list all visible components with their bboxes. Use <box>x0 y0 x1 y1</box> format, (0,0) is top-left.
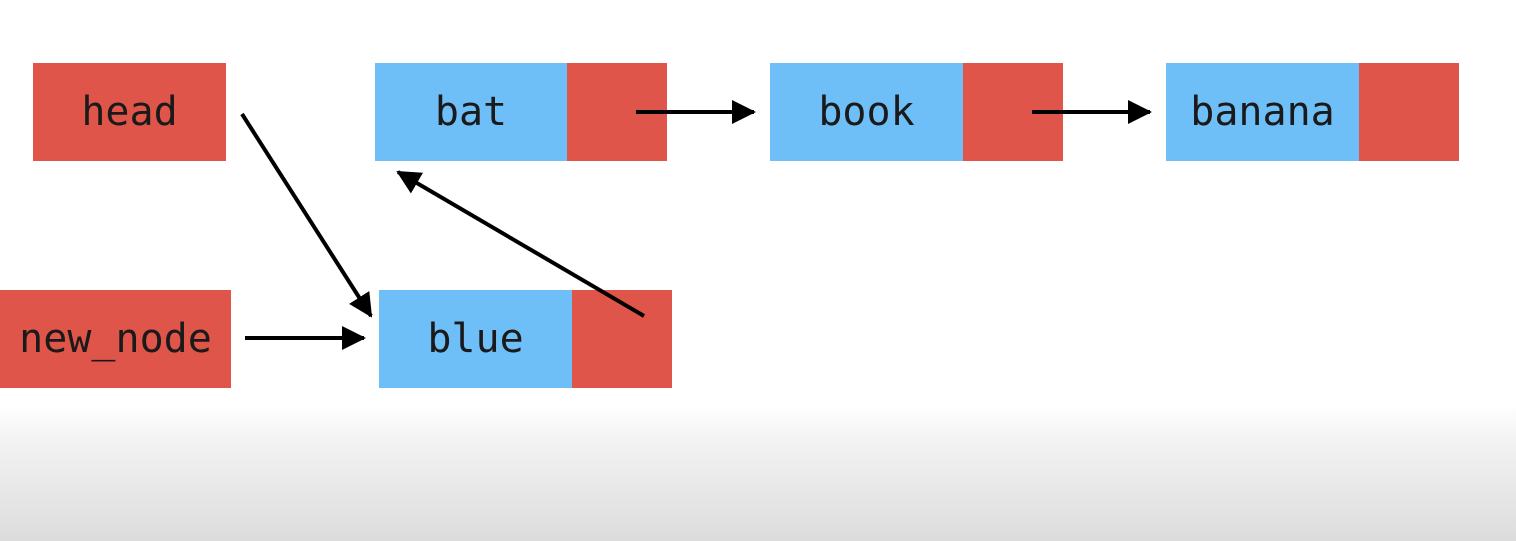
head-label: head <box>81 89 178 135</box>
new-node-pointer-box: new_node <box>0 290 231 388</box>
node-banana-next-cell <box>1359 63 1459 161</box>
node-blue-next-cell <box>572 290 672 388</box>
node-book-label: book <box>818 89 915 135</box>
arrow-head-to-blue <box>240 112 373 318</box>
node-book-next-cell <box>963 63 1063 161</box>
node-blue-value-cell: blue <box>379 290 572 388</box>
node-blue-label: blue <box>427 316 524 362</box>
new-node-label: new_node <box>19 316 212 362</box>
head-pointer-box: head <box>33 63 226 161</box>
node-banana-value-cell: banana <box>1166 63 1359 161</box>
node-book-value-cell: book <box>770 63 963 161</box>
node-banana-label: banana <box>1190 89 1335 135</box>
node-bat-label: bat <box>434 89 508 135</box>
node-bat-next-cell <box>567 63 667 161</box>
node-bat-value-cell: bat <box>375 63 567 161</box>
